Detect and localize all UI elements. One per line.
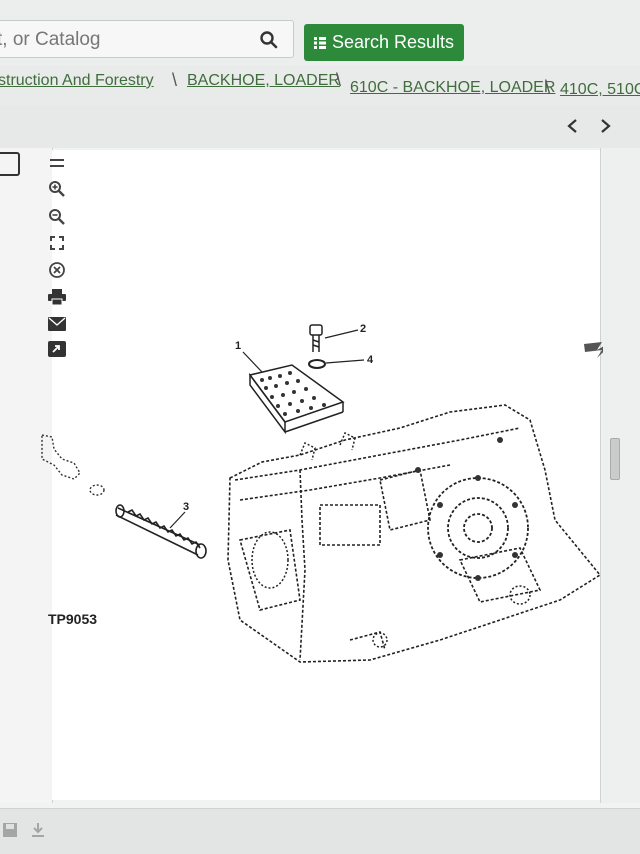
menu-button[interactable] <box>44 152 70 174</box>
spring-part <box>115 504 207 559</box>
zoom-in-button[interactable] <box>44 178 70 200</box>
zoom-out-button[interactable] <box>44 206 70 228</box>
search-results-label: Search Results <box>331 32 455 52</box>
viewer-nav-strip <box>0 106 640 148</box>
print-icon <box>48 289 66 305</box>
export-icon <box>48 341 66 357</box>
housing-fittings <box>251 431 531 648</box>
zoom-out-icon <box>49 209 65 225</box>
breadcrumb-item-backhoe-loader[interactable]: BACKHOE, LOADER <box>187 72 340 89</box>
menu-icon <box>50 159 64 167</box>
bottom-bar <box>0 808 640 854</box>
search-box[interactable] <box>0 20 294 59</box>
parts-diagram <box>41 150 603 800</box>
download-icon[interactable] <box>30 822 46 838</box>
list-icon <box>313 36 326 49</box>
bolt-part <box>309 324 323 352</box>
zoom-in-icon <box>49 181 65 197</box>
fit-screen-button[interactable] <box>44 232 70 254</box>
print-button[interactable] <box>44 286 70 308</box>
valve-plate-holes <box>260 371 326 416</box>
washer-part <box>308 359 326 369</box>
breadcrumb: struction And Forestry \ BACKHOE, LOADER… <box>0 66 640 106</box>
chevron-left-icon[interactable] <box>566 118 580 134</box>
export-button[interactable] <box>44 338 70 360</box>
transmission-housing <box>227 404 602 663</box>
bolt-holes <box>415 437 518 581</box>
direction-arrow-icon <box>584 342 603 358</box>
loose-parts <box>41 434 105 496</box>
left-panel <box>0 148 53 803</box>
close-circle-icon <box>49 262 65 278</box>
breadcrumb-separator: \ <box>336 70 342 90</box>
save-icon[interactable] <box>2 822 18 838</box>
breadcrumb-separator: \ <box>545 77 551 97</box>
scrollbar-thumb[interactable] <box>610 438 620 480</box>
search-results-button[interactable]: Search Results <box>304 24 464 61</box>
panel-toggle-icon[interactable] <box>0 152 20 176</box>
valve-plate-part <box>248 364 345 435</box>
search-icon[interactable] <box>259 30 279 50</box>
search-input[interactable] <box>0 21 249 59</box>
callout-leaders <box>169 329 365 529</box>
reset-button[interactable] <box>44 259 70 281</box>
chevron-right-icon[interactable] <box>598 118 612 134</box>
email-button[interactable] <box>44 313 70 335</box>
vertical-scrollbar[interactable] <box>600 148 640 803</box>
breadcrumb-item-410c-510c[interactable]: 410C, 510C <box>560 81 640 98</box>
breadcrumb-item-610c[interactable]: 610C - BACKHOE, LOADER <box>350 79 556 96</box>
fit-screen-icon <box>50 236 64 250</box>
breadcrumb-item-construction[interactable]: struction And Forestry <box>0 72 154 89</box>
email-icon <box>48 317 66 331</box>
figure-id-label: TP9053 <box>48 611 98 627</box>
breadcrumb-separator: \ <box>172 70 178 90</box>
